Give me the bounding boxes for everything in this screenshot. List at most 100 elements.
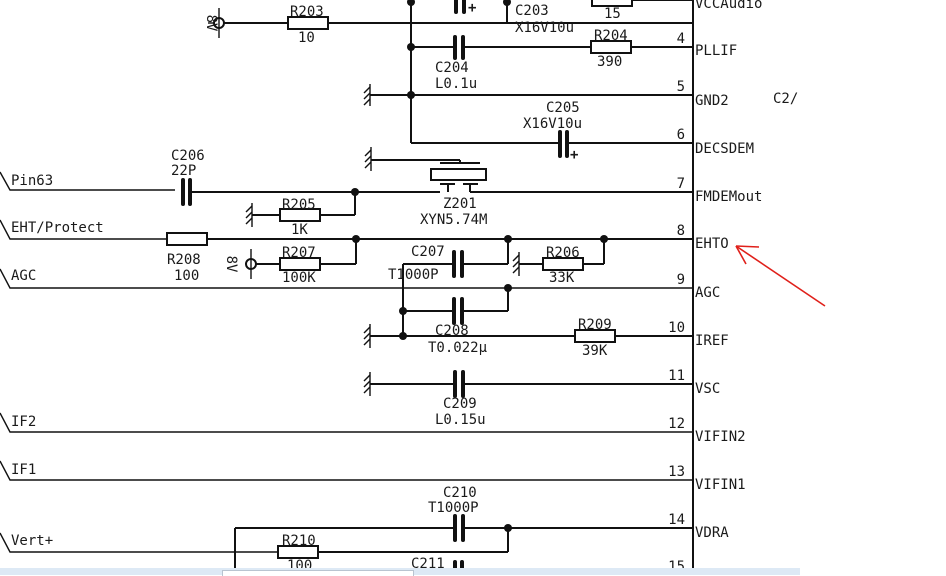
pin4-branch: C204 L0.1u R204 390 [411, 28, 693, 92]
pin-number: 13 [668, 464, 685, 480]
pin10-branch: R209 39K [363, 317, 693, 359]
r207-ref: R207 [282, 245, 316, 261]
ground-icon [363, 324, 371, 348]
c210-value: T1000P [428, 500, 479, 516]
pin-number: 8 [677, 223, 685, 239]
c204-ref: C204 [435, 60, 469, 76]
net-vert-plus-label: Vert+ [11, 533, 53, 549]
c203-value: X16V10u [515, 20, 574, 36]
pin6-branch: + C205 X16V10u [411, 100, 693, 163]
net-eht-protect-wire [0, 219, 167, 240]
pin5-branch [363, 84, 693, 106]
c206-ref: C206 [171, 148, 205, 164]
c204-value: L0.1u [435, 76, 477, 92]
r208-value: 100 [174, 268, 199, 284]
ground-icon [512, 252, 520, 276]
c207-value: T1000P [388, 267, 439, 283]
net-vert-plus-wire [0, 532, 278, 553]
viewer-bottom-field[interactable] [222, 570, 414, 576]
pin-number: 10 [668, 320, 685, 336]
z201-value: XYN5.74M [420, 212, 487, 228]
c210-ref: C210 [443, 485, 477, 501]
supply-label-top: 8V [203, 15, 219, 32]
r208-ref: R208 [167, 252, 201, 268]
r209-value: 39K [582, 343, 608, 359]
c205-value: X16V10u [523, 116, 582, 132]
ground-icon [363, 372, 371, 396]
svg-text:+: + [468, 0, 476, 16]
ground-icon [245, 203, 253, 227]
c208-value: T0.022µ [428, 340, 488, 356]
resistor-r208 [166, 232, 208, 246]
pin-number: 14 [668, 512, 685, 528]
resistor-top [591, 0, 633, 7]
c205-ref: C205 [546, 100, 580, 116]
c207-ref: C207 [411, 244, 445, 260]
pin-name: AGC [695, 285, 720, 301]
pin-number: 6 [677, 127, 685, 143]
pin-name: VIFIN2 [695, 429, 746, 445]
pin-number: 4 [677, 31, 685, 47]
r205-ref: R205 [282, 197, 316, 213]
pin-number: 7 [677, 176, 685, 192]
pin-number: 15 [668, 559, 685, 568]
c206-value: 22P [171, 163, 196, 179]
r204-value: 390 [597, 54, 622, 70]
capacitor-c203: + C203 X16V10u [454, 0, 574, 36]
r210-value: 100 [287, 558, 312, 568]
net-agc-wire [0, 268, 693, 289]
pin-number: 5 [677, 79, 685, 95]
r209-ref: R209 [578, 317, 612, 333]
c209-ref: C209 [443, 396, 477, 412]
pin-name: VIFIN1 [695, 477, 746, 493]
r203-value: 10 [298, 30, 315, 46]
pin7-branch: Pin63 C206 22P Z201 XYN5.74M [0, 147, 693, 238]
net-pin63-label: Pin63 [11, 173, 53, 189]
net-if2-wire [0, 412, 693, 433]
ground-icon [364, 147, 372, 171]
pin9-branch: AGC C208 T0.022µ [0, 264, 693, 356]
c209-value: L0.15u [435, 412, 486, 428]
net-eht-protect-label: EHT/Protect [11, 220, 104, 236]
c211-ref: C211 [411, 556, 445, 568]
z201-ref: Z201 [443, 196, 477, 212]
c203-ref: C203 [515, 3, 549, 19]
pin-name: PLLIF [695, 43, 737, 59]
ground-icon [363, 84, 371, 106]
r210-ref: R210 [282, 533, 316, 549]
net-if1-label: IF1 [11, 462, 36, 478]
r206-ref: R206 [546, 245, 580, 261]
pin-name: DECSDEM [695, 141, 754, 157]
net-if1-wire [0, 460, 693, 481]
pin-number: 9 [677, 272, 685, 288]
net-agc-label: AGC [11, 268, 36, 284]
r207-value: 100K [282, 270, 316, 286]
pin-name: VSC [695, 381, 720, 397]
pin-name: EHTO [695, 236, 729, 252]
r203-ref: R203 [290, 4, 324, 20]
net-if2-label: IF2 [11, 414, 36, 430]
pin-name: IREF [695, 333, 729, 349]
pin-name: VCCAudio [695, 0, 762, 12]
pin-number: 12 [668, 416, 685, 432]
pin-name: FMDEMout [695, 189, 762, 205]
pin-name: VDRA [695, 525, 729, 541]
r-top-value: 15 [604, 6, 621, 22]
r206-value: 33K [549, 270, 575, 286]
pin14-branch: C210 T1000P Vert+ R210 100 C211 [0, 485, 693, 574]
supply-label-mid: 8V [223, 256, 239, 273]
pin-name: GND2 [695, 93, 729, 109]
pin11-branch: C209 L0.15u [363, 370, 693, 428]
pin8-branch: EHT/Protect R208 100 8V R207 100K C207 T… [0, 219, 693, 286]
side-note: C2/ [773, 91, 798, 107]
net-pin63-wire [0, 171, 175, 191]
r203-branch: 8V R203 10 [203, 4, 693, 46]
r205-value: 1K [291, 222, 308, 238]
pin-number: 11 [668, 368, 685, 384]
crystal-z201: Z201 XYN5.74M [364, 147, 487, 228]
r204-ref: R204 [594, 28, 628, 44]
svg-text:+: + [570, 147, 578, 163]
